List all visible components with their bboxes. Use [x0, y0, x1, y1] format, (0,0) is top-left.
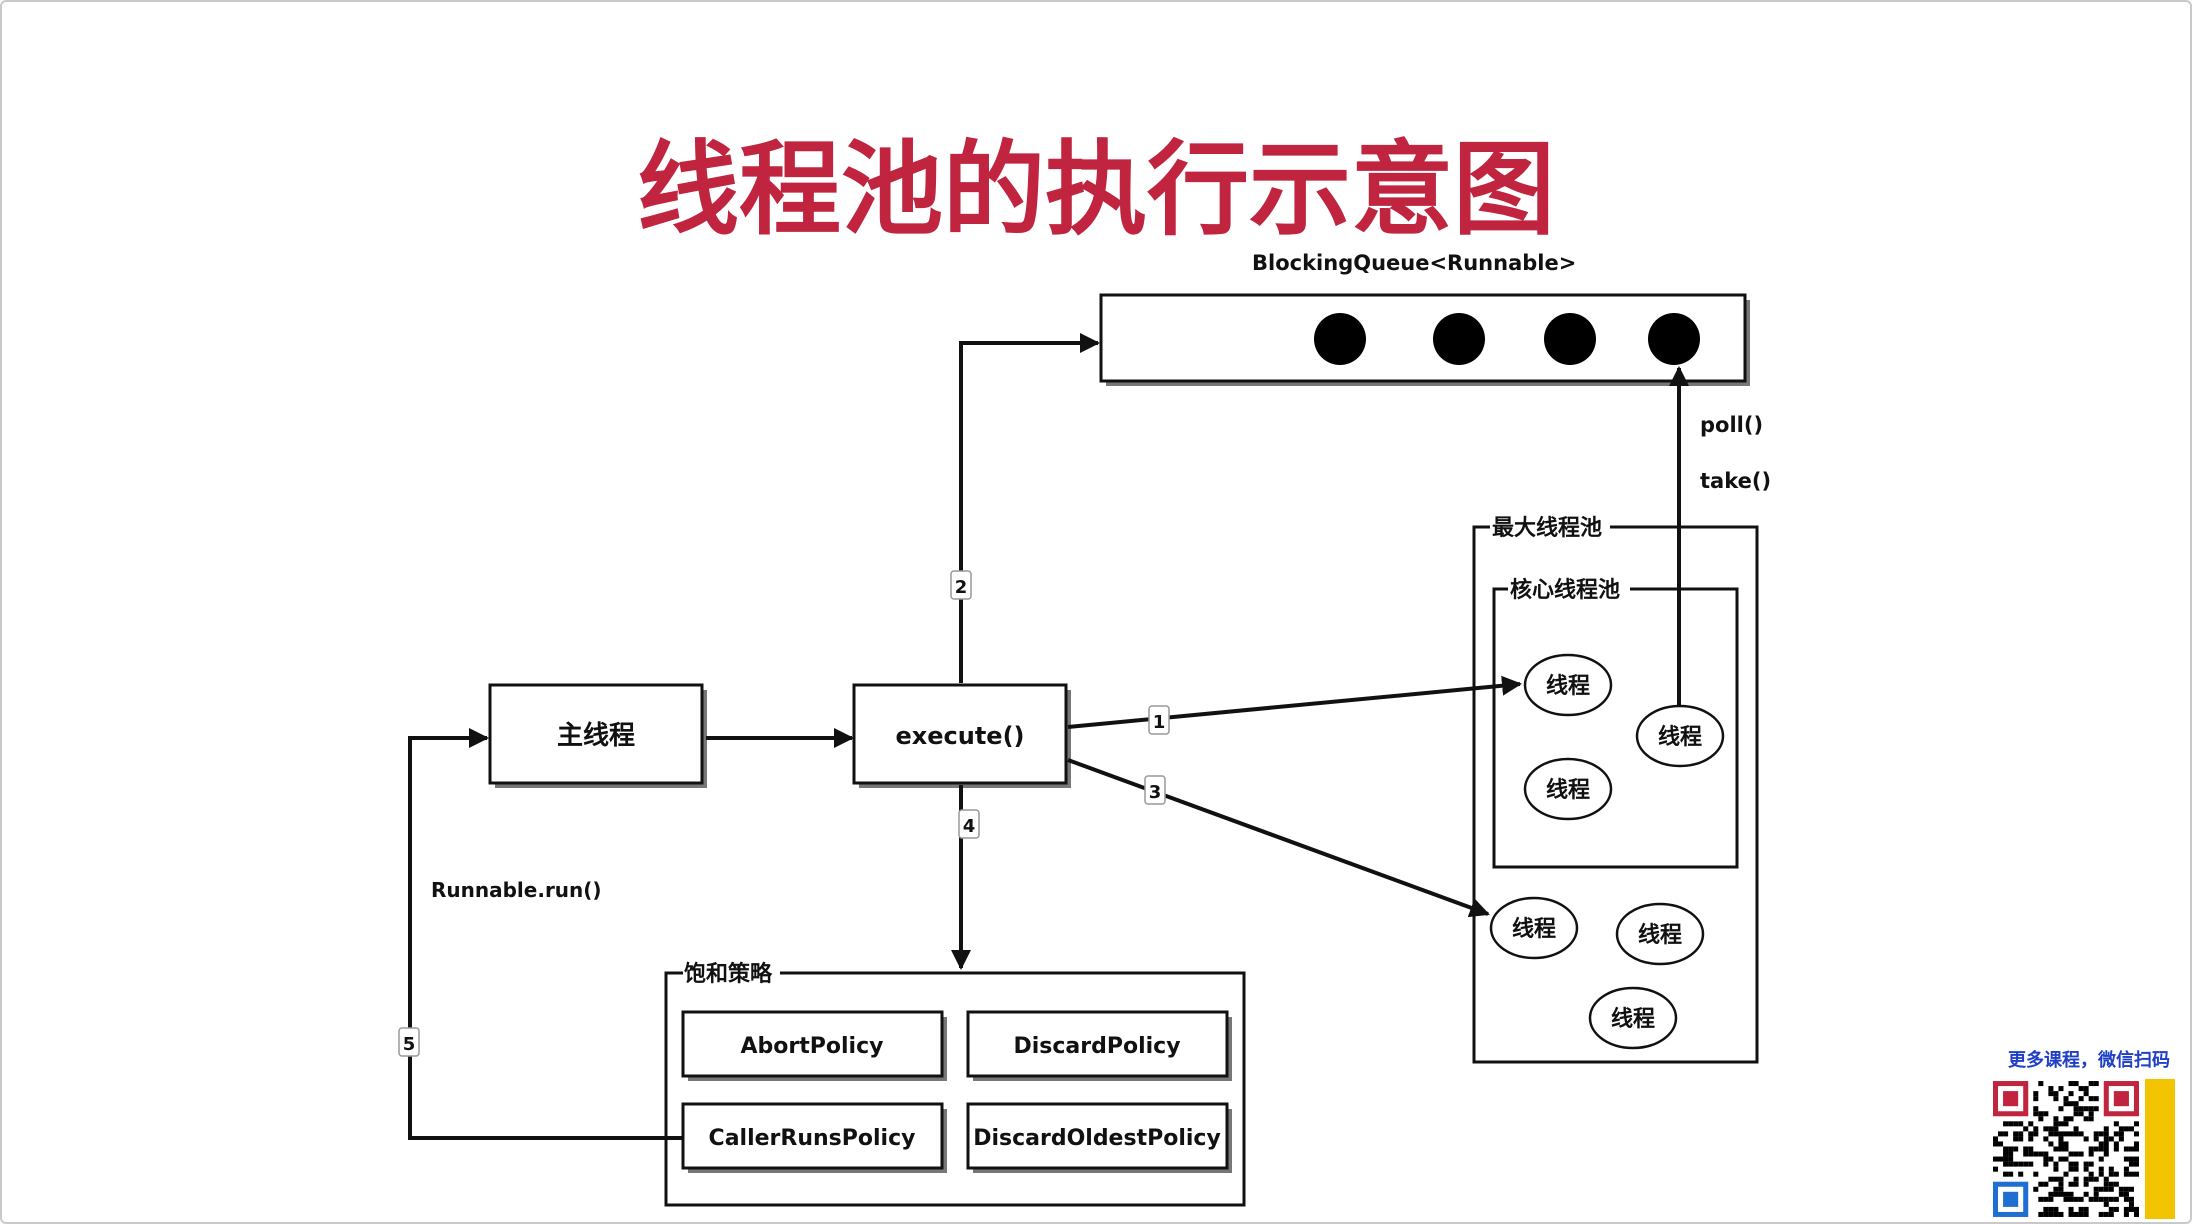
queue-label: BlockingQueue<Runnable>: [1252, 251, 1576, 275]
qr-caption: 更多课程，微信扫码: [1993, 1047, 2185, 1075]
saturation-policy-frame: [664, 971, 1246, 1207]
queue-items: [1314, 313, 1700, 365]
step-3-label: 3: [1149, 782, 1162, 803]
max-thread-pool: [1472, 525, 1759, 1064]
thread-label: 线程: [1546, 777, 1590, 803]
execute-label: execute(): [895, 722, 1024, 750]
thread-label: 线程: [1658, 724, 1702, 750]
step-4-label: 4: [963, 816, 976, 837]
thread-ellipse: 线程: [1523, 757, 1613, 821]
arrow-step-2: [959, 333, 1100, 683]
page-title: 线程池的执行示意图: [637, 131, 1555, 250]
thread-ellipse: 线程: [1635, 704, 1725, 768]
policy-discard: DiscardPolicy: [966, 1010, 1232, 1081]
queue-item: [1433, 313, 1485, 365]
queue-item: [1648, 313, 1700, 365]
step-badge-2: 2: [950, 570, 972, 600]
step-2-label: 2: [955, 577, 968, 598]
arrow-step-3: [1067, 758, 1490, 918]
step-badge-4: 4: [958, 809, 980, 839]
policy-discard-label: DiscardPolicy: [1013, 1034, 1180, 1059]
step-badge-3: 3: [1144, 775, 1166, 805]
poll-label: poll(): [1700, 413, 1763, 437]
policy-abort-label: AbortPolicy: [741, 1034, 884, 1059]
execute-box: execute(): [852, 683, 1071, 788]
policy-caller-runs-label: CallerRunsPolicy: [709, 1126, 916, 1151]
thread-ellipse: 线程: [1615, 902, 1705, 966]
qr-promo[interactable]: 更多课程，微信扫码: [1989, 1043, 2189, 1221]
core-pool-label: 核心线程池: [1510, 577, 1620, 603]
saturation-label: 饱和策略: [684, 961, 773, 987]
queue-item: [1314, 313, 1366, 365]
step-badge-1: 1: [1148, 705, 1170, 735]
step-1-label: 1: [1153, 712, 1166, 733]
thread-label: 线程: [1611, 1006, 1655, 1032]
thread-ellipse: 线程: [1489, 896, 1579, 960]
arrow-step-1: [1067, 675, 1522, 729]
policy-abort: AbortPolicy: [681, 1010, 947, 1081]
qr-code-icon: [1993, 1081, 2139, 1217]
take-label: take(): [1700, 469, 1771, 493]
thread-ellipse: 线程: [1523, 653, 1613, 717]
main-thread-box: 主线程: [488, 683, 707, 788]
policy-discard-oldest: DiscardOldestPolicy: [966, 1102, 1232, 1173]
thread-label: 线程: [1546, 673, 1590, 699]
thread-label: 线程: [1638, 922, 1682, 948]
arrow-step-5: [408, 728, 684, 1140]
step-5-label: 5: [403, 1034, 416, 1055]
blocking-queue: [1099, 293, 1750, 386]
core-thread-pool: [1492, 587, 1739, 869]
qr-accent-bar: [2145, 1079, 2175, 1219]
max-pool-label: 最大线程池: [1492, 515, 1602, 541]
queue-item: [1544, 313, 1596, 365]
policy-caller-runs: CallerRunsPolicy: [681, 1102, 947, 1173]
policy-discard-oldest-label: DiscardOldestPolicy: [973, 1126, 1221, 1151]
thread-ellipse: 线程: [1588, 986, 1678, 1050]
main-thread-label: 主线程: [557, 721, 635, 751]
thread-label: 线程: [1512, 916, 1556, 942]
step-badge-5: 5: [398, 1027, 420, 1057]
runnable-run-label: Runnable.run(): [431, 878, 602, 902]
